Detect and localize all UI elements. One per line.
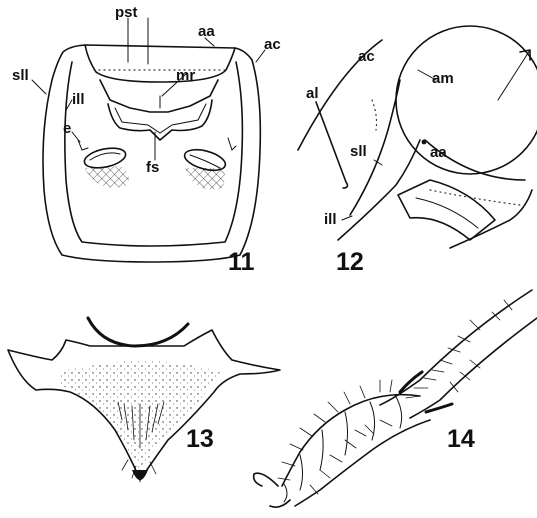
fig14-tibia [380, 290, 537, 418]
fig11-leader-sll [32, 80, 46, 94]
label-e: e [63, 120, 71, 137]
fig12-aa-point [422, 140, 427, 145]
figure-number-13: 13 [186, 425, 214, 453]
label12-sll: sll [350, 143, 367, 160]
fig12-lower-dotted [430, 190, 520, 205]
figure-13-sclerite: 13 [8, 318, 280, 482]
fig12-ac-dotted [372, 100, 377, 130]
fig11-plate-upper [100, 80, 218, 112]
fig12-arrow [498, 50, 530, 100]
fig14-tarsus [282, 395, 430, 506]
fig11-prescutum [85, 45, 235, 82]
fig12-leg-plate [398, 180, 495, 240]
figure-number-11: 11 [228, 248, 255, 276]
label12-aa: aa [430, 144, 447, 161]
fig12-al-hook [316, 102, 347, 188]
label12-al: al [306, 85, 319, 102]
figure-11-thorax-ventral: pst aa ac sll mr ill e fs 11 [12, 4, 281, 276]
label-aa: aa [198, 23, 215, 40]
fig12-leg-plate-inner [416, 198, 478, 228]
fig11-leader-e [72, 132, 80, 142]
fig12-lower-body [450, 190, 532, 248]
fig11-right-netting [185, 168, 225, 189]
fig11-left-netting [84, 166, 129, 188]
fig14-claw-right [270, 500, 290, 507]
label-sll: sll [12, 67, 29, 84]
fig11-right-episternum [228, 138, 236, 150]
fig14-tarsal-segments [300, 395, 402, 490]
label-pst: pst [115, 4, 138, 21]
label-ac: ac [264, 36, 281, 53]
fig11-left-spiracle-slit [90, 153, 120, 160]
label-fs: fs [146, 159, 159, 176]
fig13-tip [132, 470, 148, 480]
label12-am: am [432, 70, 454, 87]
label12-ill: ill [324, 211, 337, 228]
figure-number-14: 14 [447, 425, 475, 453]
figure-number-12: 12 [336, 248, 364, 276]
fig14-claw-left [254, 473, 278, 486]
figure-14-leg-tip: 14 [254, 290, 537, 507]
fig13-top-arc [88, 318, 188, 346]
label-ill: ill [72, 91, 85, 108]
fig14-claw-pad [284, 484, 287, 502]
figure-12-thorax-lateral: ac al am sll aa ill 12 [298, 26, 537, 276]
label-mr: mr [176, 67, 195, 84]
label12-ac: ac [358, 48, 375, 65]
fig12-coxa-am [396, 26, 537, 174]
fig12-leader-ill [342, 216, 352, 220]
